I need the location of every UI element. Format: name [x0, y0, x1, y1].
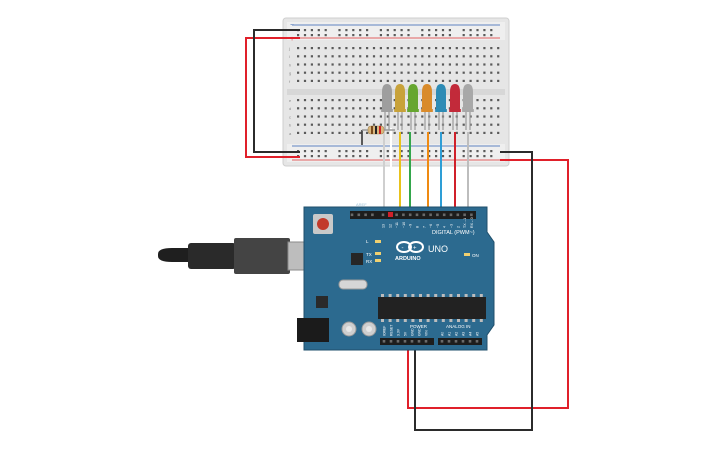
digital-pin-label: RX←0 [470, 217, 474, 228]
led-red [449, 84, 461, 130]
digital-pin-label: 8 [416, 226, 420, 228]
row-letter: e [289, 98, 292, 103]
power-pin-label: RESET [389, 325, 393, 336]
analog-pin-label: A0 [440, 332, 444, 336]
svg-text:+: + [413, 246, 417, 252]
digital-pin-label: 13 [382, 224, 386, 228]
digital-pin-label: ~11 [395, 222, 399, 228]
brand-label: ARDUINO [395, 256, 421, 262]
model-label: UNO [428, 244, 448, 254]
analog-pin-label: A1 [447, 332, 451, 336]
svg-text:-: - [402, 246, 404, 252]
row-letter: j [288, 46, 290, 51]
led-orange [394, 84, 406, 130]
analog-pin-label: A2 [454, 332, 458, 336]
rail-minus-label: − [290, 22, 294, 29]
aref-label: AREF [356, 202, 367, 207]
digital-pin-label: ~3 [450, 224, 454, 228]
digital-header-label: DIGITAL (PWM~) [432, 230, 475, 236]
power-pin-label: 5V [403, 331, 407, 336]
rail-plus-label: + [290, 36, 294, 43]
leds [381, 84, 474, 130]
row-letter: f [289, 79, 291, 84]
power-pin-label: 3.3V [396, 328, 400, 336]
led-orange-2 [421, 84, 433, 130]
analog-header-label: ANALOG IN [446, 324, 471, 329]
tx-label: TX [366, 252, 372, 257]
power-pin-label: IOREF [382, 326, 386, 336]
digital-pin-label: TX→1 [463, 218, 467, 228]
digital-pin-label: ~10 [402, 222, 406, 228]
led-white-2 [462, 84, 474, 130]
row-letter: i [289, 54, 290, 59]
row-letter: g [289, 71, 291, 76]
power-pin-label: GND [417, 328, 421, 336]
power-pin-label: VIN [424, 330, 428, 336]
digital-pin-label: 12 [388, 224, 392, 228]
analog-pin-label: A3 [461, 332, 465, 336]
row-letter: h [289, 62, 291, 67]
l-label: L [366, 239, 369, 244]
analog-pin-label: A5 [475, 332, 479, 336]
digital-pin-label: ~9 [409, 224, 413, 228]
rx-label: RX [366, 259, 372, 264]
led-white-1 [381, 84, 393, 130]
usb-cable [158, 238, 311, 274]
row-letter: a [289, 131, 292, 136]
digital-pin-label: 7 [422, 226, 426, 228]
digital-pin-label: ~5 [436, 224, 440, 228]
row-letter: d [289, 106, 291, 111]
digital-pin-label: ~6 [429, 224, 433, 228]
row-letter: b [289, 123, 292, 128]
power-wires [245, 29, 569, 431]
row-letter: c [289, 114, 291, 119]
arduino-logo-icon: - + [396, 241, 424, 253]
analog-pin-label: A4 [468, 332, 472, 336]
led-green [407, 84, 419, 130]
power-pin-label: GND [410, 328, 414, 336]
led-blue [435, 84, 447, 130]
power-header-label: POWER [410, 324, 428, 329]
digital-pin-label: 4 [443, 226, 447, 228]
on-label: ON [472, 253, 479, 258]
signal-wires [383, 128, 469, 212]
digital-pin-label: 2 [456, 226, 460, 228]
